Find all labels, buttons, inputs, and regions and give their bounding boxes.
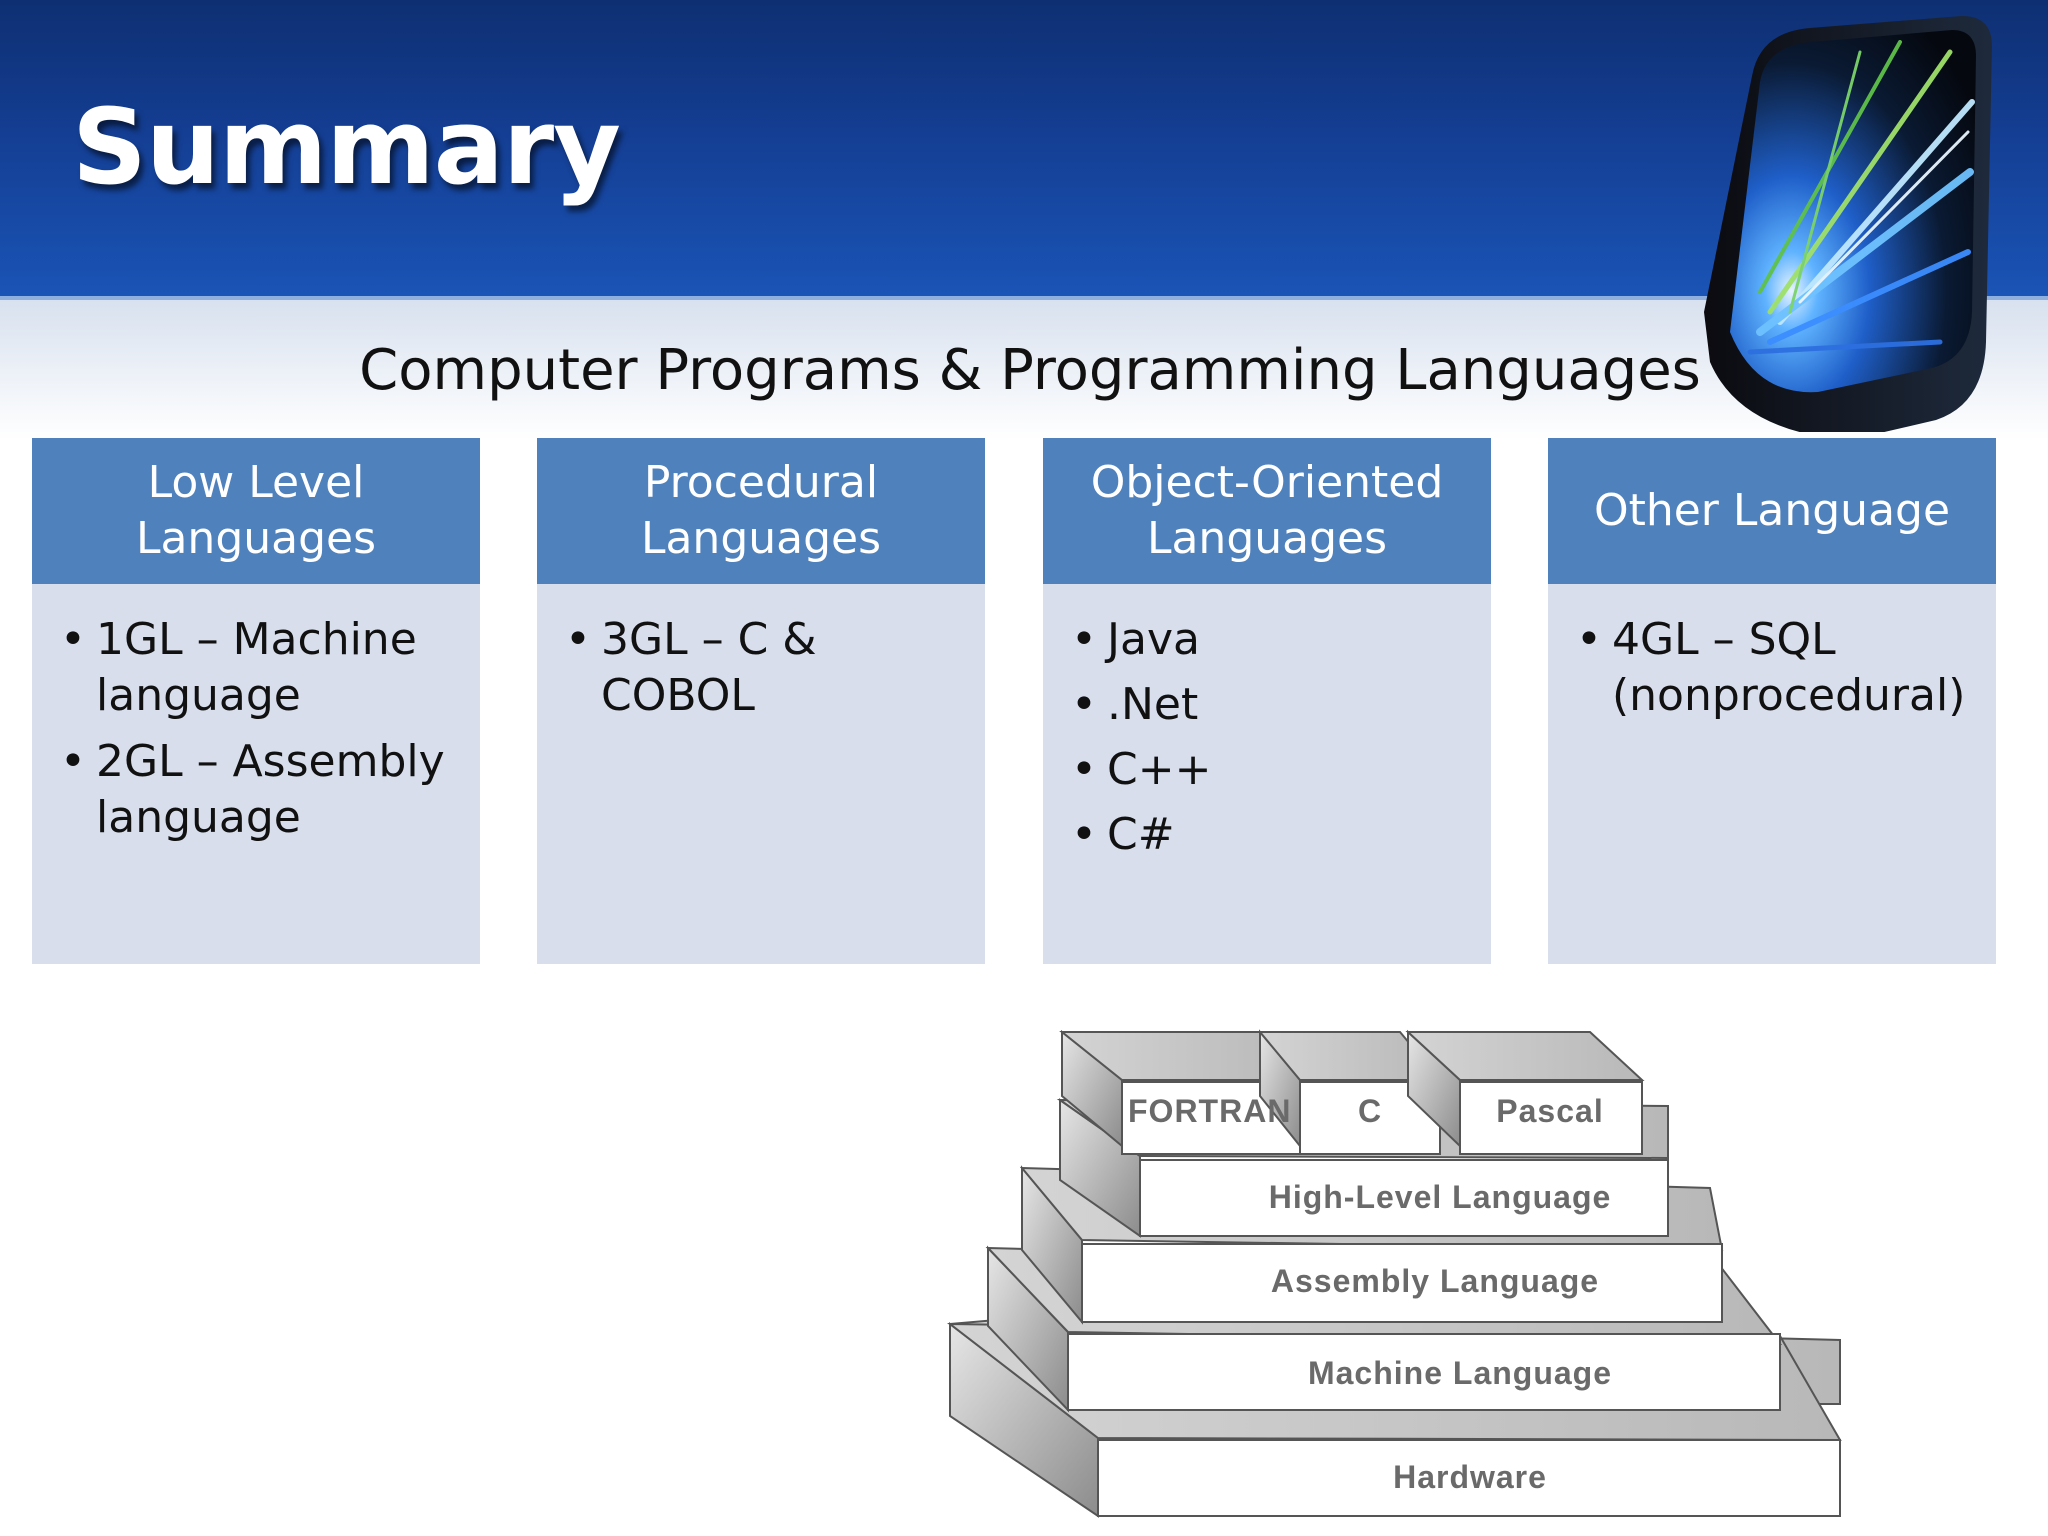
header-band [0, 0, 2048, 300]
column-body: •Java •.Net •C++ •C# [1043, 584, 1491, 964]
light-streak-cube-logo [1704, 16, 1992, 432]
list-item-text: 3GL – C & COBOL [601, 614, 817, 721]
list-item: •C# [1071, 807, 1471, 863]
column-heading: Low Level Languages [32, 438, 480, 584]
list-item-text: 1GL – Machine language [96, 614, 417, 721]
column-procedural: Procedural Languages •3GL – C & COBOL [537, 438, 985, 964]
column-object-oriented: Object-Oriented Languages •Java •.Net •C… [1043, 438, 1491, 964]
language-pyramid-diagram: FORTRAN C Pascal High-Level Language Ass… [947, 1029, 1842, 1518]
bullet-icon: • [60, 614, 86, 665]
bullet-list: •3GL – C & COBOL [565, 612, 965, 724]
pyramid-block-label: FORTRAN [1128, 1093, 1291, 1129]
column-body: •3GL – C & COBOL [537, 584, 985, 964]
pyramid-level-label: Machine Language [1308, 1355, 1612, 1391]
column-heading: Object-Oriented Languages [1043, 438, 1491, 584]
bullet-list: •4GL – SQL (nonprocedural) [1576, 612, 1976, 724]
list-item: •2GL – Assembly language [60, 734, 460, 846]
bullet-icon: • [1576, 614, 1602, 665]
bullet-icon: • [1071, 809, 1097, 860]
column-heading: Procedural Languages [537, 438, 985, 584]
pyramid-block-label: Pascal [1496, 1093, 1603, 1129]
pyramid-block-label: C [1358, 1093, 1382, 1129]
pyramid-level-label: Hardware [1393, 1459, 1547, 1495]
column-body: •4GL – SQL (nonprocedural) [1548, 584, 1996, 964]
slide-subtitle: Computer Programs & Programming Language… [359, 338, 1701, 403]
bullet-icon: • [1071, 744, 1097, 795]
bullet-list: •1GL – Machine language •2GL – Assembly … [60, 612, 460, 846]
list-item-text: C# [1107, 809, 1175, 860]
list-item-text: 2GL – Assembly language [96, 736, 445, 843]
list-item: •.Net [1071, 677, 1471, 733]
column-heading: Other Language [1548, 438, 1996, 584]
bullet-icon: • [1071, 614, 1097, 665]
bullet-icon: • [565, 614, 591, 665]
pyramid-level-label: High-Level Language [1269, 1179, 1612, 1215]
column-low-level: Low Level Languages •1GL – Machine langu… [32, 438, 480, 964]
list-item-text: 4GL – SQL (nonprocedural) [1612, 614, 1966, 721]
list-item-text: Java [1107, 614, 1200, 665]
list-item: •Java [1071, 612, 1471, 668]
list-item-text: .Net [1107, 679, 1199, 730]
bullet-icon: • [60, 736, 86, 787]
column-body: •1GL – Machine language •2GL – Assembly … [32, 584, 480, 964]
list-item-text: C++ [1107, 744, 1212, 795]
column-other: Other Language •4GL – SQL (nonprocedural… [1548, 438, 1996, 964]
list-item: •4GL – SQL (nonprocedural) [1576, 612, 1976, 724]
slide-title: Summary [72, 86, 621, 208]
pyramid-level-label: Assembly Language [1271, 1263, 1599, 1299]
bullet-list: •Java •.Net •C++ •C# [1071, 612, 1471, 863]
bullet-icon: • [1071, 679, 1097, 730]
list-item: •3GL – C & COBOL [565, 612, 965, 724]
list-item: •1GL – Machine language [60, 612, 460, 724]
list-item: •C++ [1071, 742, 1471, 798]
